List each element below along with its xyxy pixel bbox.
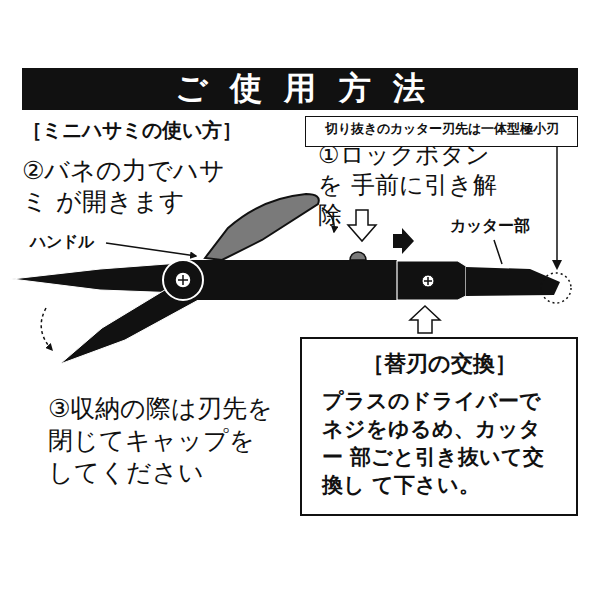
handle-lever	[205, 194, 319, 260]
pivot-screw	[175, 272, 191, 288]
cutter-ferrule	[397, 261, 466, 300]
part-name: ハンドル	[30, 232, 94, 253]
hollow-arrow-up	[410, 306, 440, 333]
replacement-box: ［替刃の交換］ プラスのドライバーで ネジをゆるめ、カッター 部ごと引き抜いて交換…	[300, 337, 578, 516]
hollow-arrow-down	[348, 210, 376, 241]
screw-cross	[424, 277, 432, 285]
pivot	[163, 260, 203, 300]
lock-button	[350, 252, 366, 260]
cutter-blade	[466, 267, 560, 296]
pivot-cross	[178, 275, 188, 285]
note-box: 切り抜きのカッター刃先は一体型極小刃	[305, 116, 578, 147]
section-heading: ［ミニハサミの使い方］	[22, 117, 242, 144]
screw	[422, 275, 434, 287]
leader-line	[106, 243, 196, 256]
upper-blade	[12, 263, 180, 293]
pull-direction-arrow	[393, 228, 414, 254]
title-text: ご使用方法	[152, 67, 447, 111]
leader-line	[556, 142, 558, 268]
box-heading: ［替刃の交換］	[310, 349, 568, 379]
leader-line	[494, 240, 502, 264]
step-note: ②バネの力でハサミ が開きます	[22, 155, 251, 217]
note-text: 切り抜きのカッター刃先は一体型極小刃	[313, 120, 570, 138]
body-bar	[185, 260, 397, 300]
tip-highlight-circle	[541, 273, 571, 303]
close-motion-arrow	[41, 308, 52, 350]
box-body: プラスのドライバーで ネジをゆるめ、カッター 部ごと引き抜いて交換し て下さい。	[322, 387, 556, 499]
part-name: カッター部	[450, 216, 530, 237]
title-band: ご使用方法	[22, 68, 578, 110]
step-note: ③収納の際は刃先を 閉じてキャップを してください	[48, 393, 277, 489]
